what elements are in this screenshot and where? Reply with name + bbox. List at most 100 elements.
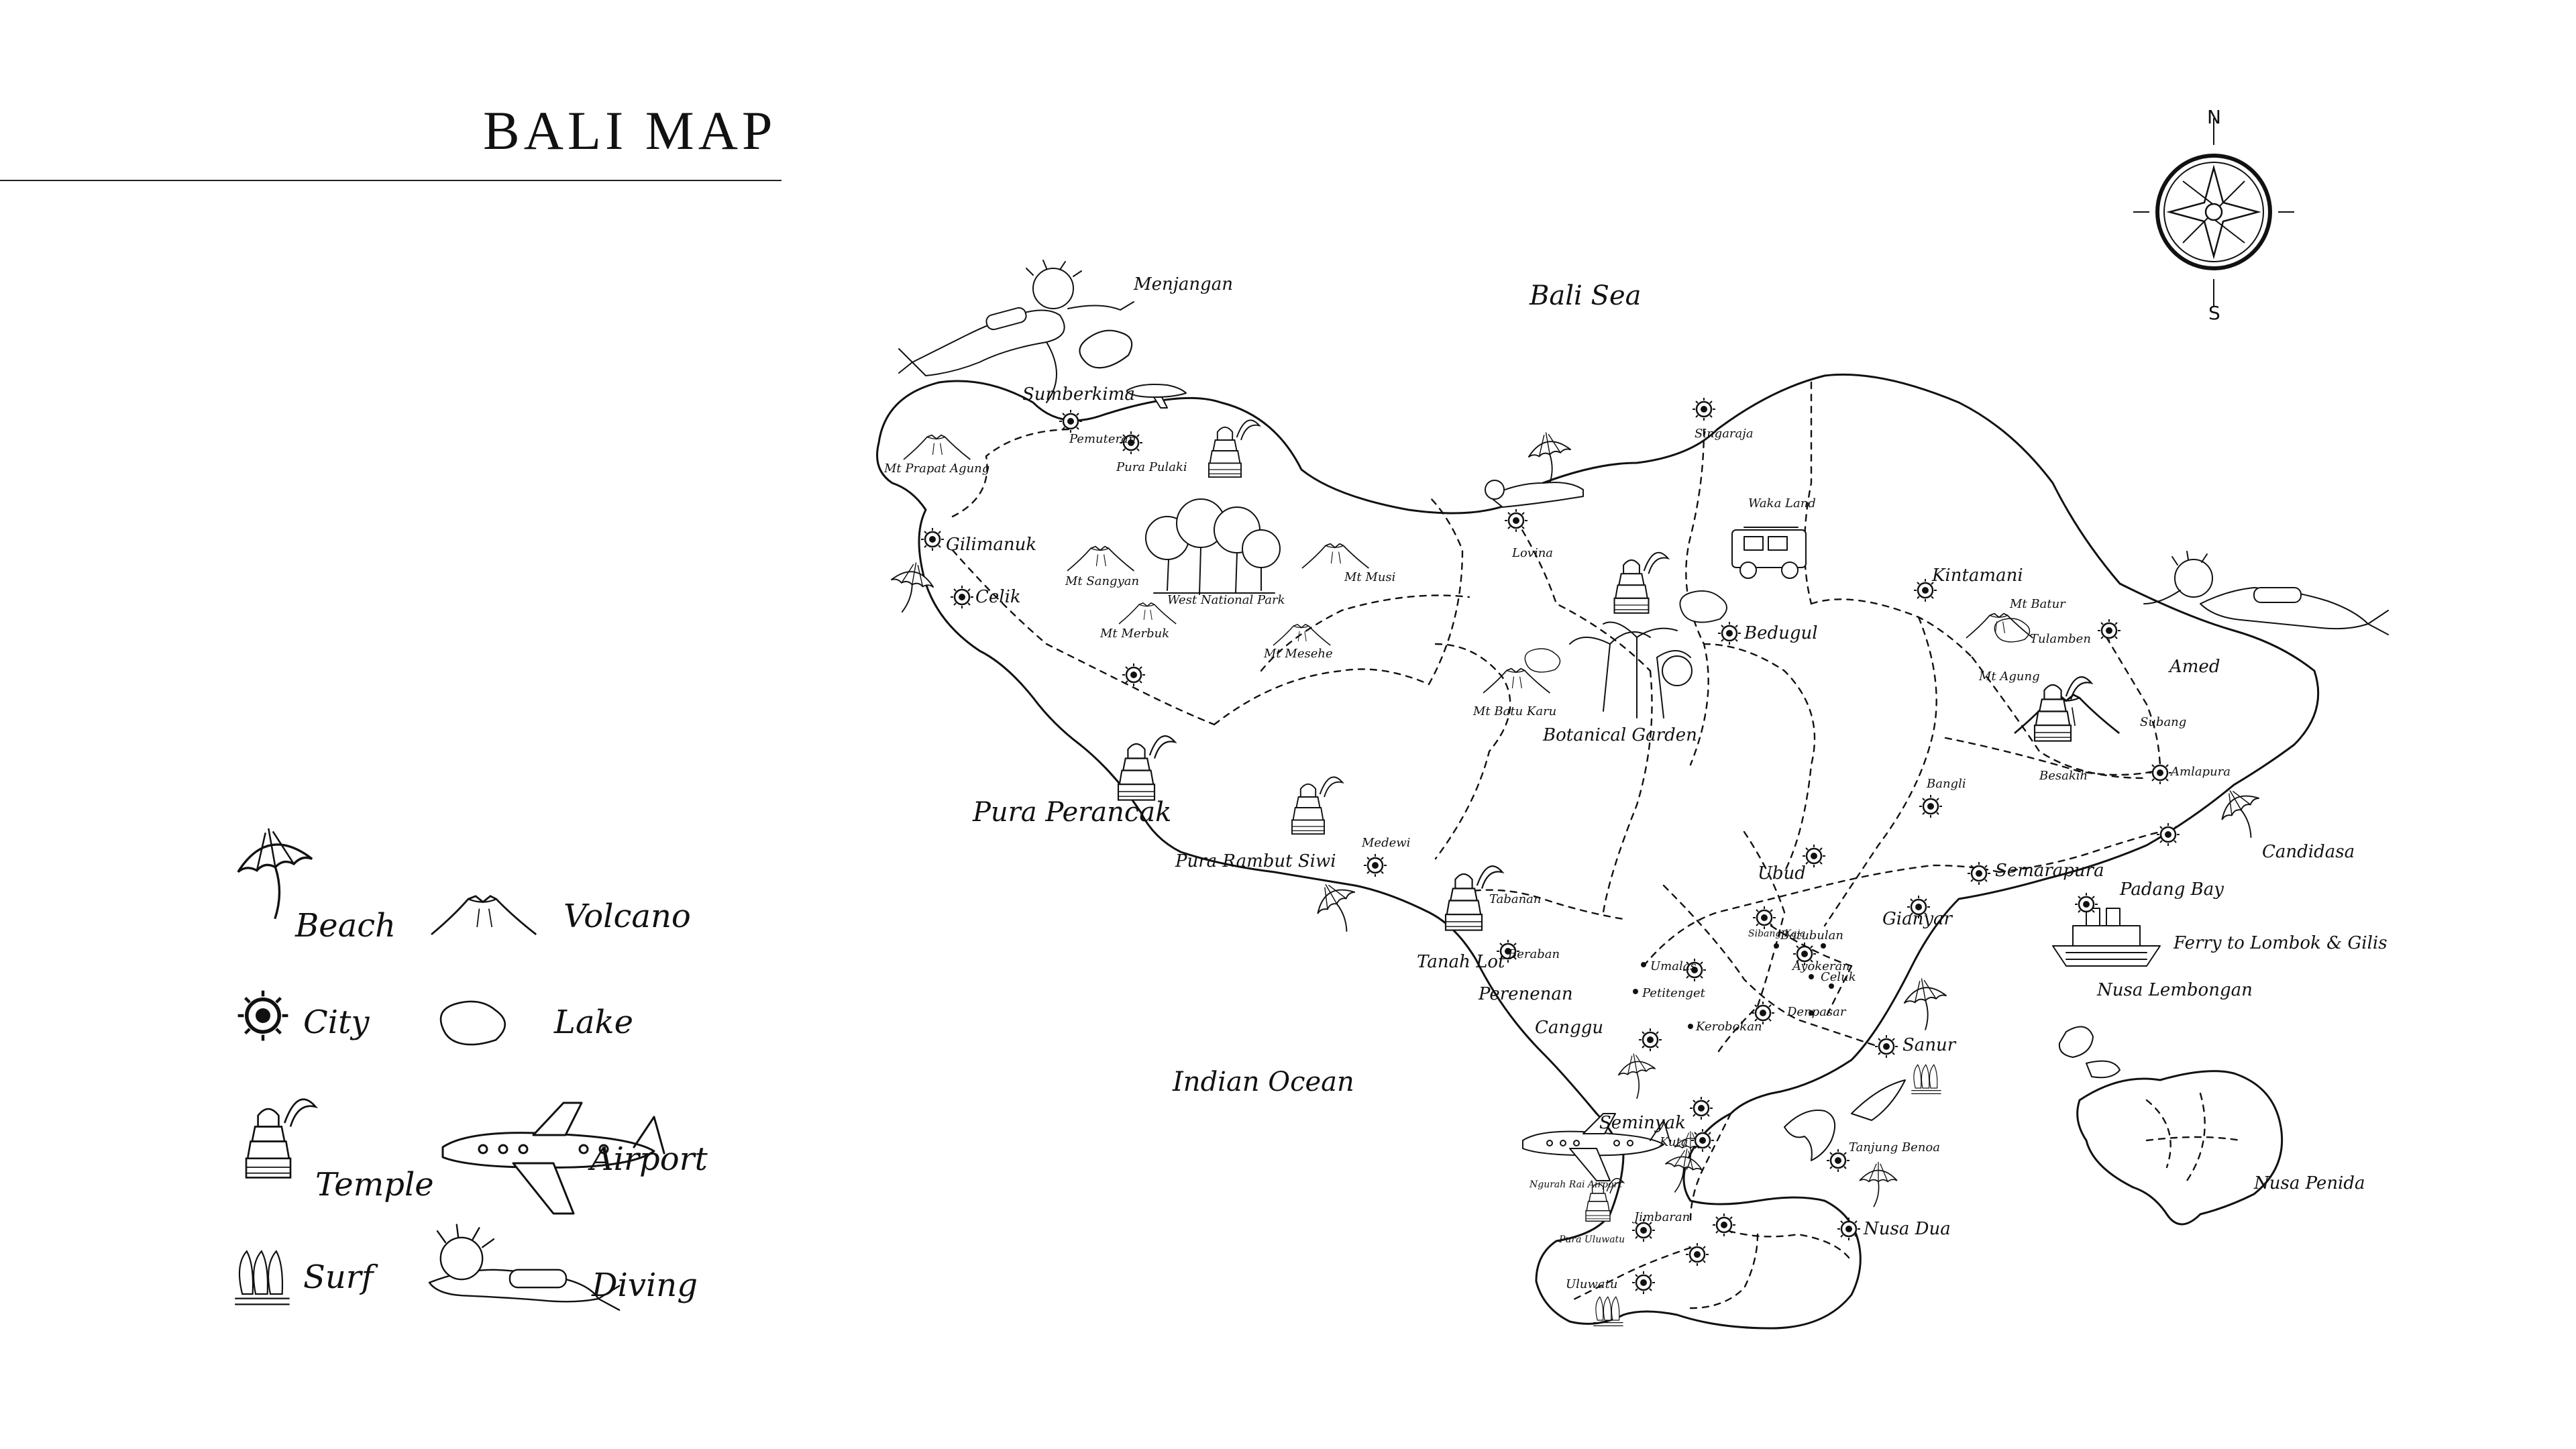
city-marker-jimbaran [1711,1212,1737,1238]
legend-airport-icon [441,1102,665,1215]
label-mt-musi: Mt Musi [1344,570,1395,584]
label-beraban: Beraban [1507,947,1560,961]
label-amed: Amed [2168,657,2220,677]
legend-airport-label: Airport [588,1140,708,1178]
lake-beratan [1679,590,1727,623]
label-bangli: Bangli [1926,777,1966,791]
title-divider [0,180,782,181]
city-marker-sanur [1874,1034,1899,1059]
label-waka-land: Waka Land [1748,496,1816,511]
label-tabanan: Tabanan [1489,892,1542,906]
label-pura-uluwatu: Pura Uluwatu [1558,1234,1625,1245]
legend-diving-icon [428,1224,621,1311]
label-canggu: Canggu [1535,1018,1603,1038]
city-marker-singaraja [1691,396,1717,422]
label-mt-agung: Mt Agung [1978,669,2040,684]
city-marker-medewi [1362,853,1388,878]
label-petitenget: Petitenget [1642,986,1706,1000]
west-national-park-trees [1145,498,1281,595]
label-nusa-penida: Nusa Penida [2253,1173,2365,1193]
city-marker-bangli [1918,794,1943,819]
diver-menjangan [898,260,1134,403]
city-marker-bedugul [1717,621,1742,646]
compass-north: N [2207,106,2221,128]
legend-temple-label: Temple [315,1166,434,1203]
city-marker-kuta [1690,1128,1715,1153]
label-tanjung-benoa: Tanjung Benoa [1849,1140,1940,1155]
dolphin-icon [1784,1110,1836,1161]
temple-besakih [2033,676,2092,742]
label-singaraja: Singaraja [1695,427,1754,441]
city-marker-nusa-dua [1836,1216,1862,1242]
label-celik: Celik [975,587,1021,607]
legend-city-label: City [303,1004,370,1041]
city-marker-pecatu [1684,1242,1710,1267]
label-gilimanuk: Gilimanuk [946,535,1036,555]
label-lovina: Lovina [1511,546,1553,560]
lake-buyan [1524,648,1561,673]
place-labels: Menjangan Sumberkima Pemuteran Pura Pula… [883,274,2387,1291]
beach-umbrella-sanur [1899,973,1953,1034]
label-kerobokan: Kerobokan [1695,1020,1762,1034]
volcano-prapat-agung [903,434,971,460]
city-marker-gilimanuk [920,527,945,552]
label-pura-pulaki: Pura Pulaki [1116,460,1187,474]
label-ayokeran: Ayokeran [1791,959,1850,973]
volcano-musi [1301,543,1370,569]
legend-lake-icon [439,1000,506,1046]
label-west-national-park: West National Park [1167,593,1285,607]
city-marker-tanjung-benoa [1825,1148,1851,1173]
city-marker-lovina [1503,508,1529,533]
legend-surf-label: Surf [303,1258,378,1296]
label-bedugul: Bedugul [1743,623,1818,643]
label-tulamben: Tulamben [2030,632,2091,646]
city-marker-tulamben [2096,618,2122,643]
legend-surf-icon [234,1250,290,1305]
temple-rambut-siwi [1291,776,1344,835]
label-sanur: Sanur [1902,1035,1957,1055]
city-marker-uluwatu [1631,1270,1656,1295]
label-nusa-lembongan: Nusa Lembongan [2096,980,2253,1000]
map-legend: Beach Volcano City Lake Temple Airport [230,820,708,1311]
label-celuk: Celuk [1821,970,1856,984]
label-pura-rambut-siwi: Pura Rambut Siwi [1175,851,1336,871]
legend-lake-label: Lake [553,1004,633,1041]
city-markers [920,396,2181,1295]
compass-south: S [2208,302,2220,324]
label-sumberkima: Sumberkima [1022,384,1135,405]
bali-island-outline [876,373,2320,1330]
nusa-lembongan-island [2058,1026,2094,1058]
beach-umbrella-lovina [1523,427,1577,488]
label-mt-sangyan: Mt Sangyan [1065,574,1139,588]
temple-pura-pulaki [1208,419,1260,478]
label-denpasar: Denpasar [1786,1005,1847,1019]
label-tanah-lot: Tanah Lot [1417,952,1505,972]
label-jimbaran: Jimbaran [1631,1210,1690,1224]
beach-umbrella-nusa-dua [1859,1161,1898,1208]
city-marker-pemuteran [1058,409,1083,434]
label-nusa-dua: Nusa Dua [1863,1219,1951,1239]
map-title: BALI MAP [483,100,777,161]
label-sibang-kaja: Sibang Kaja [1748,928,1805,939]
surf-sanur [1911,1064,1942,1095]
legend-temple-icon [245,1098,317,1179]
city-marker-amlapura [2147,760,2173,786]
label-semarapura: Semarapura [1995,861,2104,881]
label-seminyak: Seminyak [1599,1113,1686,1133]
label-amlapura: Amlapura [2169,765,2231,779]
nusa-ceningan-island [2086,1060,2121,1079]
label-padang-bay: Padang Bay [2119,879,2224,900]
diver-tulamben [2143,551,2389,635]
legend-volcano-icon [430,895,537,936]
label-subang: Subang [2140,715,2186,729]
nusa-penida-island [2076,1070,2284,1226]
label-mt-mesehe: Mt Mesehe [1263,647,1333,661]
label-botanical-garden: Botanical Garden [1542,725,1697,745]
label-ngurah-rai-airport: Ngurah Rai Airport [1529,1179,1622,1190]
indian-ocean-label: Indian Ocean [1172,1067,1354,1097]
compass-rose: N S [2133,106,2294,324]
label-mt-batur: Mt Batur [2009,597,2066,611]
bali-sea-label: Bali Sea [1529,280,1641,311]
legend-city-icon [238,991,288,1041]
